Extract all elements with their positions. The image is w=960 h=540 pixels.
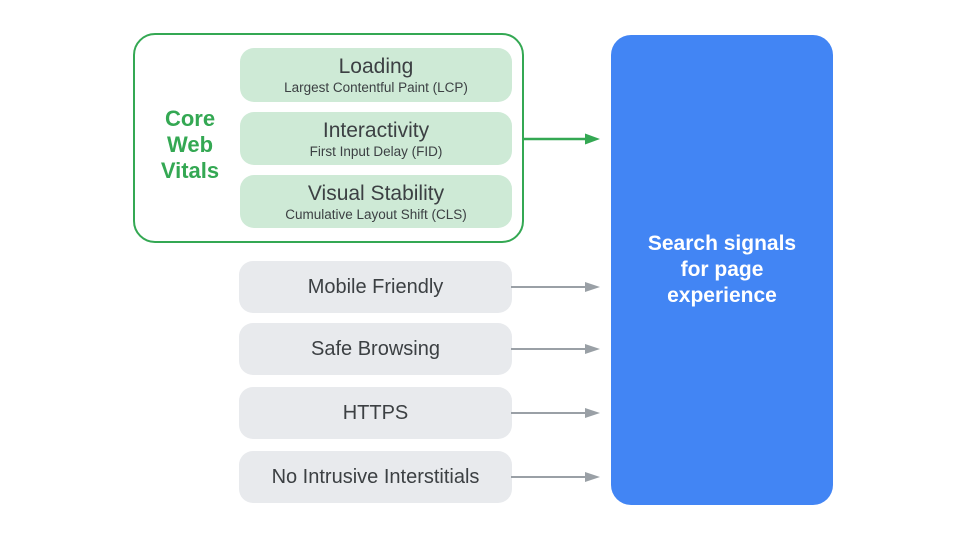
- arrow-right-icon: [523, 133, 600, 145]
- signal-card-label: Safe Browsing: [311, 337, 440, 360]
- vital-card-loading: Loading Largest Contentful Paint (LCP): [240, 48, 512, 102]
- signal-card-safe-browsing: Safe Browsing: [239, 323, 512, 375]
- search-signals-result-label: Search signals for page experience: [648, 231, 796, 309]
- core-web-vitals-label-line: Core: [164, 106, 216, 131]
- signal-card-https: HTTPS: [239, 387, 512, 439]
- arrow-right-icon: [511, 282, 600, 292]
- search-signals-result-box: Search signals for page experience: [611, 35, 833, 505]
- signal-card-no-intrusive-interstitials: No Intrusive Interstitials: [239, 451, 512, 503]
- vital-card-interactivity: Interactivity First Input Delay (FID): [240, 112, 512, 165]
- core-web-vitals-label-line: Vitals: [160, 158, 220, 183]
- vital-card-title: Loading: [338, 55, 414, 78]
- result-label-line: for page: [680, 258, 764, 281]
- arrow-right-icon: [511, 344, 600, 354]
- vital-card-visual-stability: Visual Stability Cumulative Layout Shift…: [240, 175, 512, 228]
- vital-card-subtitle: Cumulative Layout Shift (CLS): [285, 206, 467, 222]
- signal-card-label: HTTPS: [342, 401, 409, 424]
- core-web-vitals-label: Core Web Vitals: [140, 106, 240, 184]
- arrow-right-icon: [511, 408, 600, 418]
- arrow-right-icon: [511, 472, 600, 482]
- vital-card-title: Visual Stability: [307, 181, 445, 205]
- vital-card-subtitle: First Input Delay (FID): [309, 143, 443, 159]
- signal-card-mobile-friendly: Mobile Friendly: [239, 261, 512, 313]
- vital-card-title: Interactivity: [322, 118, 430, 142]
- signal-card-label: No Intrusive Interstitials: [271, 465, 480, 488]
- signal-card-label: Mobile Friendly: [307, 275, 444, 298]
- result-label-line: Search signals: [647, 232, 797, 255]
- result-label-line: experience: [667, 284, 777, 307]
- vital-card-subtitle: Largest Contentful Paint (LCP): [284, 80, 468, 95]
- core-web-vitals-label-line: Web: [166, 132, 214, 157]
